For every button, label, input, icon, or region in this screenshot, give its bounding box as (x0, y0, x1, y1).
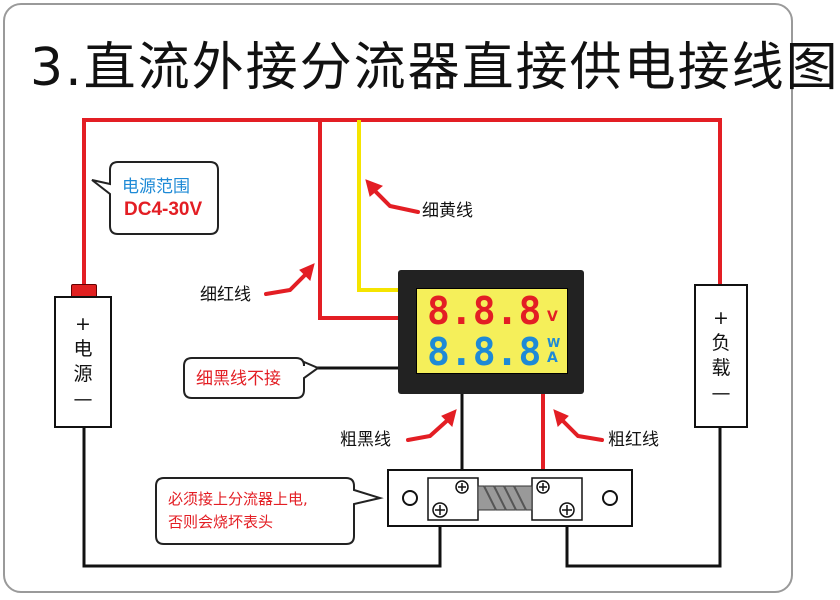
load-plus-sign: + (713, 307, 729, 329)
callout-bubble-shunt (155, 477, 384, 545)
load-label-1: 负 (711, 332, 731, 354)
thin-yellow-wire (357, 120, 398, 292)
meter-display: 8.8.8 V 8.8.8 W A (416, 288, 568, 374)
current-digits: 8.8.8 (427, 330, 542, 374)
label-thin-red-wire: 细红线 (200, 285, 251, 305)
current-unit: A (547, 350, 558, 366)
black-return-wire-load (565, 428, 722, 568)
wiring-diagram (82, 118, 722, 568)
thin-red-wire (318, 120, 398, 320)
voltage-range-title: 电源范围 (122, 177, 190, 197)
label-thin-yellow-wire: 细黄线 (422, 201, 473, 221)
diagram-frame (3, 3, 793, 593)
black-return-wire-source (82, 428, 442, 568)
label-thick-red-wire: 粗红线 (608, 430, 659, 450)
shunt-resistor (387, 469, 633, 527)
power-unit: W (547, 336, 561, 350)
source-label-1: 电 (73, 338, 93, 360)
voltage-range-value: DC4-30V (124, 199, 203, 220)
source-plus-sign: + (75, 313, 91, 335)
arrow-icon (406, 409, 457, 442)
arrow-icon (553, 409, 604, 442)
load-label-2: 载 (711, 357, 731, 379)
diagram-title: 3.直流外接分流器直接供电接线图 (30, 38, 840, 98)
load-minus-sign: — (711, 382, 731, 404)
red-supply-wire (82, 118, 722, 284)
voltage-digits: 8.8.8 (427, 289, 542, 333)
volt-amp-meter: 8.8.8 V 8.8.8 W A (398, 270, 584, 394)
shunt-note-line2: 否则会烧坏表头 (168, 513, 274, 531)
thin-black-note: 细黑线不接 (196, 369, 281, 389)
power-source: + 电 源 — (54, 296, 112, 428)
label-thick-black-wire: 粗黑线 (340, 430, 391, 450)
callout-bubble-thin-black (183, 357, 321, 399)
arrow-icon (264, 263, 315, 296)
callout-bubble-range (91, 161, 219, 235)
shunt-note-line1: 必须接上分流器上电, (168, 490, 308, 508)
source-minus-sign: — (73, 388, 93, 410)
load: + 负 载 — (694, 284, 748, 428)
voltage-unit: V (547, 309, 558, 325)
source-label-2: 源 (73, 363, 93, 385)
arrow-icon (365, 179, 420, 214)
